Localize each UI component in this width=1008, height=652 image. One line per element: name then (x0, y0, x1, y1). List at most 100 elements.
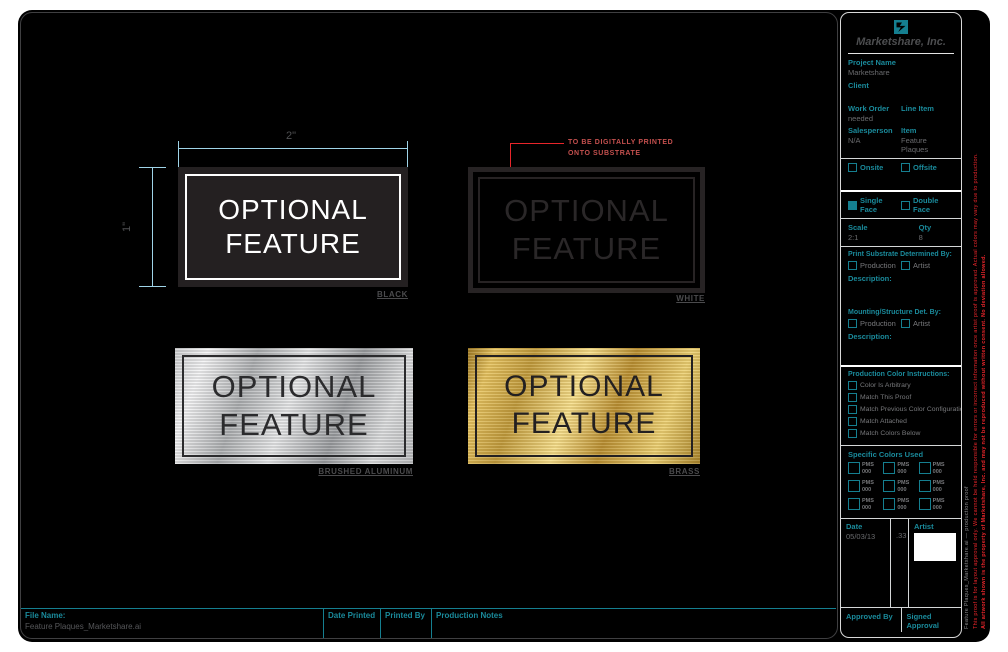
width-dimension-line (178, 148, 408, 149)
item-value[interactable]: Feature Plaques (901, 136, 929, 154)
work-order-value[interactable]: needed (848, 114, 874, 123)
pms-label: PMS (897, 498, 910, 505)
color-instruction-label: Match Colors Below (860, 430, 921, 437)
double-face-checkbox[interactable] (901, 200, 910, 210)
revision-cell: .33 (890, 518, 908, 607)
print-annotation-line2: ONTO SUBSTRATE (568, 150, 641, 158)
salesperson-value[interactable]: N/A (848, 136, 861, 145)
pms-cell: PMS 000 (848, 480, 883, 493)
artist-label: Artist (913, 319, 931, 328)
height-dimension-label: 1" (121, 221, 134, 233)
pms-text: PMS 000 (862, 462, 874, 475)
production-notes-cell: Production Notes (431, 609, 836, 638)
pms-label: PMS (932, 480, 945, 487)
pms-cell: PMS 000 (918, 462, 954, 475)
plaque-text-line1: OPTIONAL (504, 370, 664, 404)
vertical-disclaimer-1: This proof is for layout approval only. … (973, 153, 979, 629)
company-logo-block: Marketshare, Inc. (848, 18, 954, 54)
company-name: Marketshare, Inc. (856, 36, 946, 48)
artist-signature-box[interactable] (914, 532, 956, 561)
print-substrate-label: Print Substrate Determined By: (848, 251, 952, 258)
signed-approval-label[interactable]: Signed Approval (900, 608, 962, 632)
item-label: Item (901, 126, 917, 135)
plaque-text-line2: FEATURE (511, 231, 662, 266)
color-instruction-label: Match Previous Color Configuration (860, 406, 962, 413)
color-instruction-checkbox[interactable] (848, 393, 857, 402)
color-instruction-label: Match Attached (860, 418, 907, 425)
height-dim-tick-top (139, 167, 166, 168)
color-instruction-label: Match This Proof (860, 394, 912, 401)
plaque-brushed-aluminum: OPTIONAL FEATURE (175, 348, 413, 464)
pms-value: 000 (897, 468, 907, 475)
pms-value: 000 (932, 468, 942, 475)
scale-value[interactable]: 2:1 (848, 233, 859, 242)
divider (841, 445, 961, 446)
production-label: Production (860, 261, 896, 270)
mounting-artist-checkbox[interactable] (901, 319, 910, 328)
plaque-brass-caption: BRASS (668, 467, 700, 476)
width-dim-tick-left (178, 141, 179, 167)
substrate-production-checkbox[interactable] (848, 261, 857, 270)
pms-text: PMS 000 (897, 462, 909, 475)
pms-label: PMS (897, 480, 910, 487)
pms-checkbox[interactable] (883, 480, 896, 493)
pms-checkbox[interactable] (918, 498, 931, 511)
pms-checkbox[interactable] (883, 462, 896, 474)
color-instruction-checkbox[interactable] (848, 429, 857, 438)
plaque-brass-face: OPTIONAL FEATURE (475, 355, 693, 457)
onsite-label: Onsite (860, 163, 884, 172)
line-item-value[interactable] (901, 114, 954, 122)
pms-cell: PMS 000 (883, 480, 918, 493)
pms-checkbox[interactable] (848, 462, 860, 474)
printed-by-label: Printed By (385, 611, 426, 620)
single-face-checkbox[interactable] (848, 200, 857, 210)
width-dimension-label: 2" (286, 130, 297, 142)
plaque-brass: OPTIONAL FEATURE (468, 348, 700, 464)
mounting-description-label: Description: (848, 332, 892, 341)
date-artist-table: Date 05/03/13 .33 Artist (841, 517, 961, 607)
height-dim-tick-bottom (139, 286, 166, 287)
proof-canvas: 2" 1" TO BE DIGITALLY PRINTED ONTO SUBST… (18, 10, 990, 642)
pms-cell: PMS 000 (918, 498, 954, 511)
vertical-file-note: Feature Plaques_Marketshare.ai — product… (964, 486, 970, 629)
approved-by-label[interactable]: Approved By (846, 612, 893, 621)
divider (841, 365, 961, 367)
pms-label: PMS (862, 480, 874, 487)
plaque-white-face: OPTIONAL FEATURE (478, 177, 695, 283)
pms-label: PMS (862, 462, 874, 468)
mounting-production-checkbox[interactable] (848, 319, 857, 328)
pms-checkbox[interactable] (918, 462, 931, 474)
pms-checkbox[interactable] (848, 498, 860, 511)
double-face-label: Double Face (913, 196, 939, 214)
color-instruction-checkbox[interactable] (848, 405, 857, 414)
project-name-value: Marketshare (848, 68, 890, 77)
pms-checkbox[interactable] (918, 480, 931, 493)
artist-cell: Artist (908, 518, 961, 607)
color-instruction-checkbox[interactable] (848, 381, 857, 390)
production-notes-label: Production Notes (436, 611, 503, 620)
pms-checkbox[interactable] (848, 480, 860, 493)
qty-value[interactable]: 8 (918, 233, 923, 242)
color-instruction-checkbox[interactable] (848, 417, 857, 426)
onsite-checkbox[interactable] (848, 163, 857, 172)
revision-value: .33 (896, 530, 907, 540)
plaque-text-line2: FEATURE (225, 228, 361, 259)
annotation-leader-horizontal (510, 143, 564, 144)
color-instruction-label: Color Is Arbitrary (860, 382, 911, 389)
vertical-disclaimer-2: All artwork shown is the property of Mar… (981, 254, 987, 629)
date-value[interactable]: 05/03/13 (846, 531, 876, 541)
substrate-artist-checkbox[interactable] (901, 261, 910, 270)
pms-label: PMS (862, 498, 874, 505)
spec-sidebar: Marketshare, Inc. Project Name Marketsha… (840, 12, 962, 638)
pms-checkbox[interactable] (883, 498, 896, 511)
date-printed-cell: Date Printed (323, 609, 380, 638)
offsite-checkbox[interactable] (901, 163, 910, 172)
plaque-text-line2: FEATURE (511, 407, 657, 440)
client-value[interactable] (848, 91, 954, 99)
plaque-text-line1: OPTIONAL (218, 193, 368, 225)
plaque-white-caption: WHITE (676, 294, 705, 303)
height-dimension-line (152, 167, 153, 287)
pms-value: 000 (862, 504, 872, 511)
single-face-label: Single Face (860, 196, 883, 214)
